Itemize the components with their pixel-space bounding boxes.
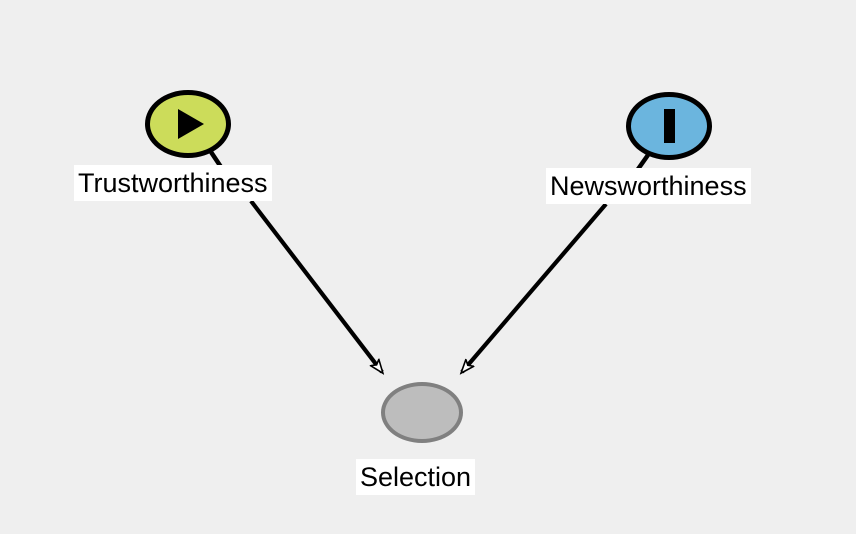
node-label-trustworthiness: Trustworthiness bbox=[74, 165, 272, 201]
edge-trustworthiness-to-selection bbox=[249, 199, 382, 372]
node-newsworthiness[interactable] bbox=[626, 92, 712, 160]
node-trustworthiness[interactable] bbox=[145, 90, 231, 158]
node-selection[interactable] bbox=[381, 382, 463, 443]
edge-newsworthiness-to-selection bbox=[462, 202, 608, 372]
node-label-newsworthiness: Newsworthiness bbox=[546, 168, 751, 204]
play-triangle-icon bbox=[150, 95, 226, 153]
vertical-bar-icon bbox=[631, 97, 707, 155]
node-label-selection: Selection bbox=[356, 459, 476, 495]
